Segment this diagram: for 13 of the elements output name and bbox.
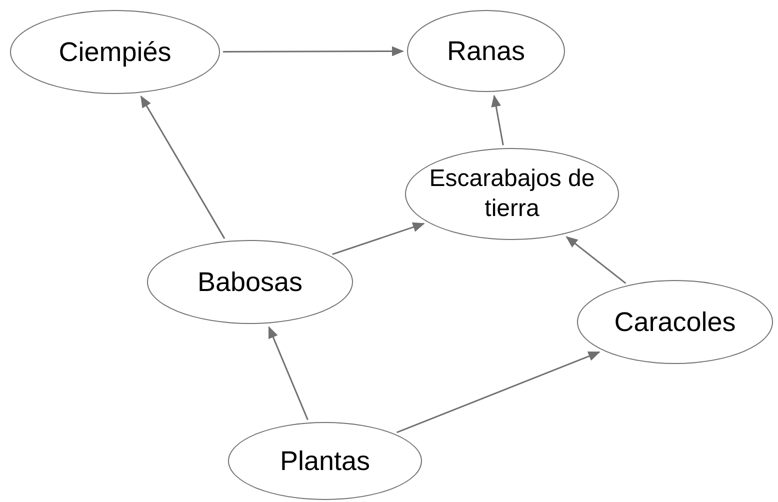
arrow (268, 326, 308, 420)
node-label: Ciempiés (58, 36, 172, 69)
node-label: Ranas (446, 34, 526, 68)
node-label: Babosas (196, 266, 304, 299)
node-label: Caracoles (613, 306, 737, 339)
arrow (396, 351, 600, 434)
arrow (332, 222, 425, 256)
arrow (223, 46, 404, 56)
node-label: Escarabajos de tierra (428, 164, 596, 224)
arrow (566, 236, 626, 284)
node-label: Plantas (278, 444, 372, 478)
arrow (491, 94, 504, 146)
arrow (140, 95, 226, 239)
